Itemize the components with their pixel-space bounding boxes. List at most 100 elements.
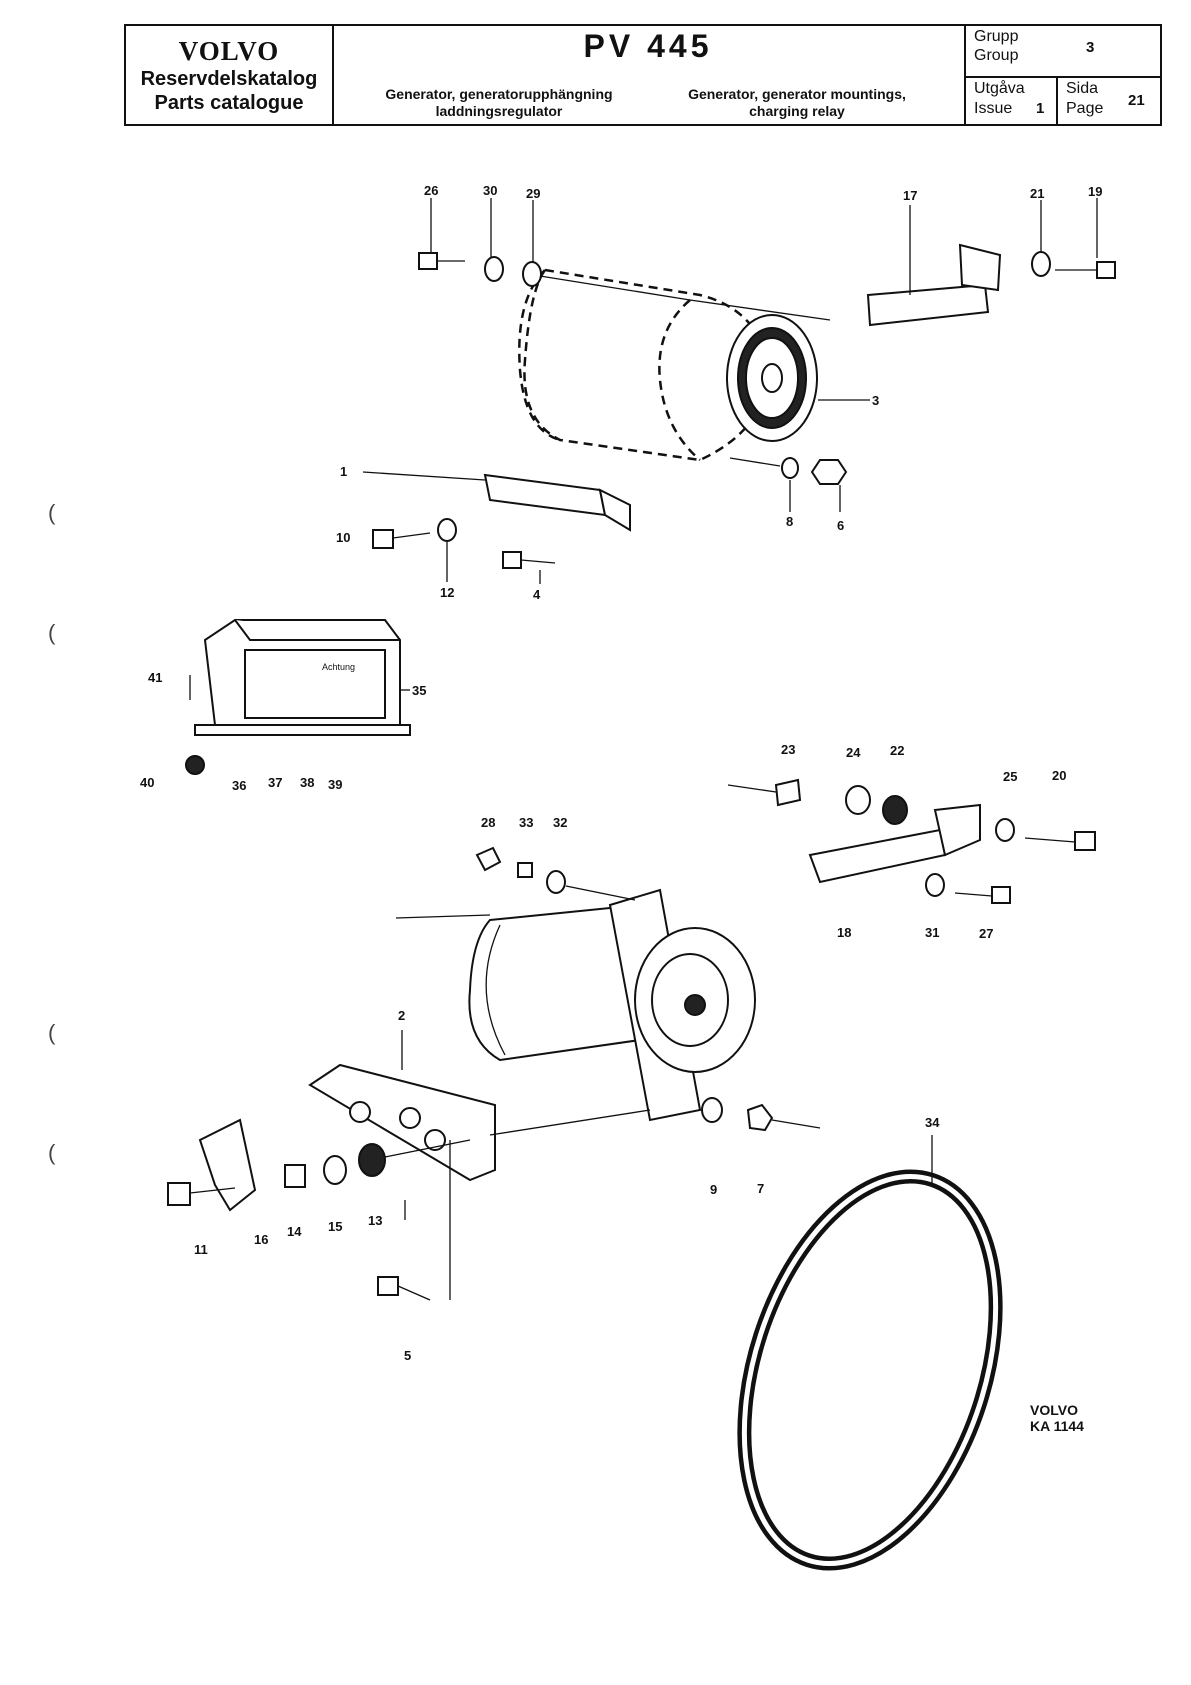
upper-generator-phantom: [518, 268, 772, 462]
washer-12: [437, 518, 457, 542]
figure-reference-line2: KA 1144: [1030, 1418, 1084, 1434]
washer-31: [925, 873, 945, 897]
callout-33: 33: [519, 815, 533, 830]
callout-21: 21: [1030, 186, 1044, 201]
group-label-en: Group: [974, 47, 1019, 64]
callout-23: 23: [781, 742, 795, 757]
issue-label-sv: Utgåva: [974, 80, 1025, 97]
group-label-sv: Grupp: [974, 28, 1019, 45]
callout-35: 35: [412, 683, 426, 698]
callout-16: 16: [254, 1232, 268, 1247]
bracket-1: [483, 473, 631, 532]
guide-line-8: [729, 457, 781, 467]
callout-29: 29: [526, 186, 540, 201]
catalogue-header: VOLVO Reservdelskatalog Parts catalogue …: [124, 24, 1162, 126]
callout-17: 17: [903, 188, 917, 203]
callout-8: 8: [786, 514, 793, 529]
issue-value: 1: [1036, 100, 1045, 117]
callout-41: 41: [148, 670, 162, 685]
binder-mark: (: [48, 1020, 56, 1045]
washer-29: [522, 261, 542, 287]
washer-9: [701, 1097, 723, 1123]
callout-6: 6: [837, 518, 844, 533]
index-divider-v: [1056, 78, 1058, 124]
callout-11: 11: [194, 1242, 208, 1257]
callout-20: 20: [1052, 768, 1066, 783]
callout-4: 4: [533, 587, 541, 602]
guide-line-top-2: [689, 299, 831, 321]
callout-27: 27: [979, 926, 993, 941]
callout-37: 37: [268, 775, 282, 790]
callout-19: 19: [1088, 184, 1102, 199]
guide-line-32: [565, 885, 636, 901]
charging-relay-35: Achtung: [185, 619, 411, 775]
guide-line-13: [384, 1139, 471, 1158]
group-value: 3: [1086, 39, 1095, 56]
bolt-20: [1024, 831, 1096, 851]
callout-40: 40: [140, 775, 154, 790]
figure-reference: VOLVO KA 1144: [1030, 1402, 1084, 1434]
callout-5: 5: [404, 1348, 411, 1363]
lower-generator: [468, 888, 756, 1122]
bolt-27: [954, 886, 1011, 904]
relay-plate-text: Achtung: [322, 662, 355, 672]
callout-10: 10: [336, 530, 350, 545]
callout-14: 14: [287, 1224, 302, 1239]
binder-mark: (: [48, 620, 56, 645]
bolt-4: [502, 551, 556, 569]
washer-21: [1031, 251, 1051, 277]
bolt-10: [372, 529, 431, 549]
washer-8: [781, 457, 799, 479]
rubber-22: [882, 795, 908, 825]
callout-9: 9: [710, 1182, 717, 1197]
callout-3: 3: [872, 393, 879, 408]
guide-line-top: [539, 275, 691, 301]
catalogue-title-sv: Reservdelskatalog: [140, 68, 318, 90]
spacer-23: [774, 778, 802, 807]
section-title-sv-line1: Generator, generatorupphängning: [385, 86, 613, 102]
section-title-en-line1: Generator, generator mountings,: [688, 86, 906, 102]
bolt-26: [418, 252, 465, 270]
catalogue-title-en: Parts catalogue: [154, 92, 304, 114]
nut-7: [746, 1103, 774, 1132]
page-label-sv: Sida: [1066, 80, 1099, 97]
callout-1: 1: [340, 464, 347, 479]
washer-15: [323, 1155, 347, 1185]
title-cell: PV 445 Generator, generatorupphängning l…: [332, 26, 966, 124]
callout-18: 18: [837, 925, 851, 940]
washer-25: [995, 818, 1015, 842]
callout-25: 25: [1003, 769, 1017, 784]
callout-22: 22: [890, 743, 904, 758]
callout-30: 30: [483, 183, 497, 198]
washer-24: [845, 785, 871, 815]
issue-label-en: Issue: [974, 100, 1013, 117]
page-label-en: Page: [1066, 100, 1104, 117]
brand-cell: VOLVO Reservdelskatalog Parts catalogue: [126, 26, 334, 124]
washer-30: [484, 256, 504, 282]
figure-reference-line1: VOLVO: [1030, 1402, 1078, 1418]
nut-6: [810, 459, 848, 485]
section-title-sv: Generator, generatorupphängning laddning…: [354, 86, 644, 120]
rubber-13: [358, 1143, 386, 1177]
callout-36: 36: [232, 778, 246, 793]
callout-2: 2: [398, 1008, 405, 1023]
bracket-17: [866, 243, 1002, 327]
spacer-14: [284, 1164, 306, 1188]
section-title-sv-line2: laddningsregulator: [435, 103, 563, 119]
callout-15: 15: [328, 1219, 342, 1234]
callout-28: 28: [481, 815, 495, 830]
guide-line-bracket: [489, 1109, 651, 1136]
plate-16: [198, 1118, 257, 1212]
washer-32: [546, 870, 566, 894]
page-value: 21: [1128, 92, 1145, 109]
callout-26: 26: [424, 183, 438, 198]
callout-39: 39: [328, 777, 342, 792]
binder-mark: (: [48, 500, 56, 525]
upper-pulley: [726, 314, 818, 442]
bolt-19: [1055, 261, 1116, 279]
section-title-en-line2: charging relay: [749, 103, 845, 119]
index-divider-h: [966, 76, 1160, 78]
leader-gen: [395, 914, 491, 919]
